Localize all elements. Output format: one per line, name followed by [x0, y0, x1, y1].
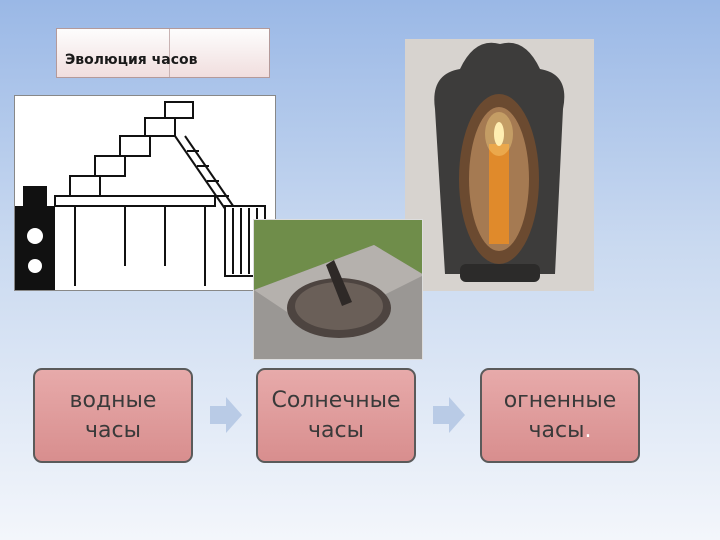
box-fire-clock: огненные часы.	[480, 368, 640, 463]
title-box: Эволюция часов	[56, 28, 270, 78]
box-fire-line1: огненные	[503, 387, 617, 413]
arrow-right-icon	[433, 397, 465, 433]
box-sun-line1: Солнечные	[271, 387, 401, 413]
title-divider	[169, 29, 170, 77]
box-water-clock-label: водные часы	[70, 386, 157, 446]
box-fire-period: .	[584, 417, 592, 443]
box-sun-clock: Солнечные часы	[256, 368, 416, 463]
arrow-right-icon	[210, 397, 242, 433]
box-fire-line2: часы	[528, 417, 585, 443]
box-fire-clock-label: огненные часы.	[504, 386, 617, 446]
box-sun-clock-label: Солнечные часы	[271, 386, 400, 446]
candle-clock-image	[405, 39, 594, 291]
box-water-line2: часы	[85, 417, 141, 443]
sundial-image	[253, 219, 423, 360]
box-water-clock: водные часы	[33, 368, 193, 463]
water-clock-image	[14, 95, 276, 291]
box-water-line1: водные	[69, 387, 157, 413]
slide-title: Эволюция часов	[65, 52, 198, 68]
box-sun-line2: часы	[308, 417, 364, 443]
